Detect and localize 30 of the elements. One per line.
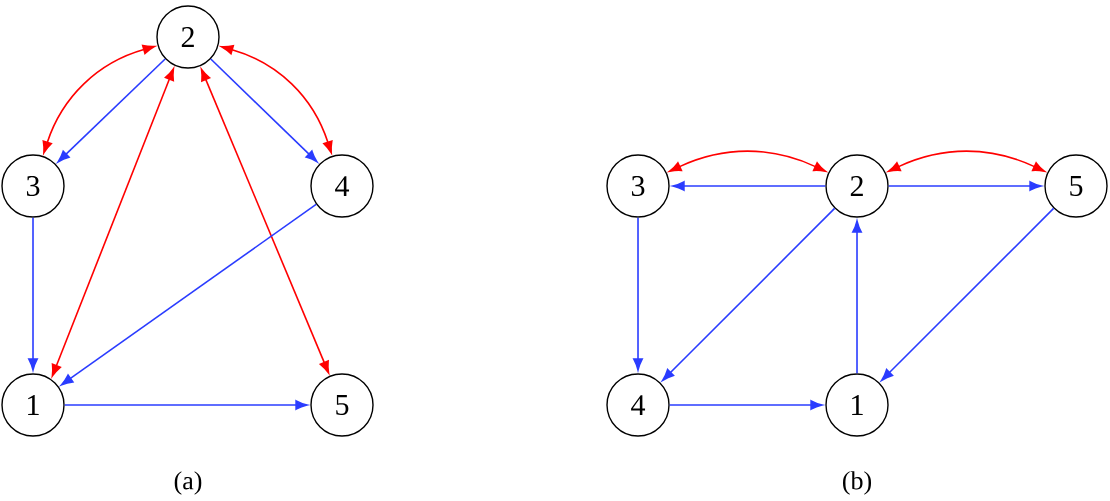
graph-vertex: 2 <box>825 154 889 218</box>
arrow <box>42 44 156 154</box>
arrow <box>28 216 38 371</box>
arrow <box>881 207 1055 381</box>
arrow <box>60 203 317 386</box>
graph-vertex: 3 <box>1 154 65 218</box>
subfigure-label: (b) <box>843 471 871 495</box>
arrow <box>852 220 862 375</box>
graph-vertex: 4 <box>606 373 670 437</box>
graph-vertex: 5 <box>1044 154 1108 218</box>
subfigure-label: (a) <box>174 471 202 495</box>
arrow <box>662 207 836 381</box>
arrow <box>220 44 333 154</box>
graph-vertex: 1 <box>825 373 889 437</box>
arrow <box>672 181 827 191</box>
arrow <box>200 68 330 374</box>
arrow <box>888 150 1046 172</box>
arrow <box>63 400 308 410</box>
arrow <box>210 58 318 163</box>
arrow <box>887 181 1042 191</box>
graph-vertex: 2 <box>156 5 220 69</box>
graph-vertex: 3 <box>606 154 670 218</box>
arrow <box>57 58 166 163</box>
graph-vertex: 1 <box>1 373 65 437</box>
arrow <box>633 216 643 371</box>
arrow <box>669 150 827 172</box>
graph-vertex: 5 <box>310 373 374 437</box>
graph-vertex: 4 <box>310 154 374 218</box>
arrow <box>668 400 823 410</box>
arrow <box>51 68 175 377</box>
